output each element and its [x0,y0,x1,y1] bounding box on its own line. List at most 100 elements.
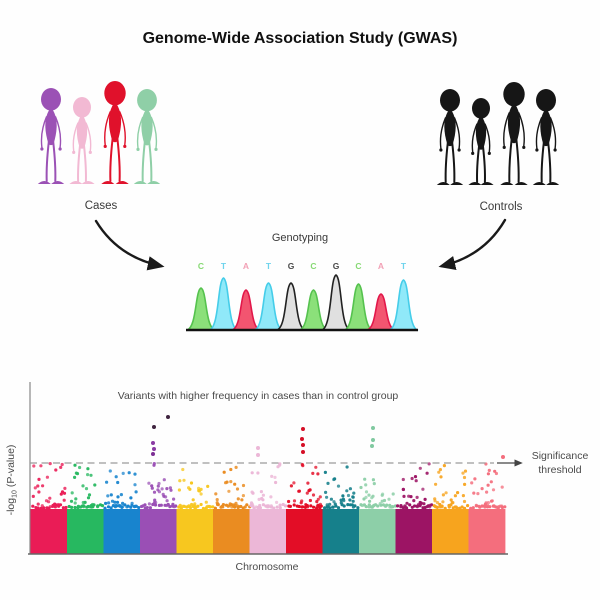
manhattan-dot [435,501,440,505]
manhattan-dot [121,501,125,505]
manhattan-dot [413,475,418,479]
manhattan-dot [147,481,151,485]
manhattan-dot [418,466,422,470]
manhattan-dot [36,502,40,506]
controls-label: Controls [480,201,523,213]
y-axis-label-prefix: -log [5,498,17,516]
manhattan-dot [346,503,350,507]
manhattan-dot [342,504,346,508]
manhattan-dot [172,497,176,501]
person-figure [69,97,95,184]
manhattan-dot [86,504,90,509]
manhattan-dot [359,503,363,507]
x-axis-label: Chromosome [235,561,298,573]
base-letter: T [266,261,272,271]
manhattan-dot [441,493,445,497]
manhattan-dot [442,464,446,468]
manhattan-dot [153,498,157,502]
chromosome-block [140,509,177,554]
manhattan-dot [73,501,77,505]
manhattan-dot [39,464,43,468]
manhattan-dot [461,471,465,475]
manhattan-dot [463,482,467,486]
manhattan-dot [174,504,178,508]
manhattan-dot [87,493,92,497]
manhattan-dot [272,506,276,510]
chromosome-blocks [30,509,506,554]
manhattan-dot [219,505,223,509]
manhattan-dot [316,497,320,501]
person-figure [436,89,464,185]
manhattan-dot [193,506,197,510]
manhattan-dot [86,473,90,477]
manhattan-dot [427,462,431,466]
manhattan-dot [140,504,144,509]
manhattan-dot [239,504,243,509]
manhattan-dot [461,494,465,498]
manhattan-dot [306,481,310,485]
manhattan-dot [196,504,200,508]
manhattan-dot [177,505,181,509]
manhattan-dot [480,487,484,491]
manhattan-dot [264,504,268,508]
manhattan-dot [345,465,349,469]
manhattan-dot [312,505,316,509]
manhattan-dot [433,499,437,503]
manhattan-dot [359,485,363,490]
chromosome-block [322,509,360,554]
manhattan-dot [165,499,169,503]
manhattan-dot [269,495,273,499]
manhattan-dot [74,497,78,501]
manhattan-dot [116,495,120,499]
manhattan-dot [485,505,490,509]
manhattan-dot [249,503,253,508]
manhattan-dot [48,462,52,466]
chromosome-block [213,509,250,554]
manhattan-dot [44,499,49,503]
manhattan-dot [119,493,123,497]
significant-dot [301,443,305,447]
manhattan-dot [78,465,82,470]
manhattan-dot [156,484,160,488]
manhattan-dot [111,504,115,508]
manhattan-dot [314,465,318,469]
manhattan-dot [451,506,455,510]
manhattan-dot [364,490,369,494]
manhattan-dot [503,505,507,509]
manhattan-dot [276,465,280,469]
manhattan-dot [178,479,182,483]
manhattan-dot [494,471,498,476]
y-axis-label-sub: 10 [12,490,19,498]
manhattan-dot [410,476,414,481]
manhattan-dot [309,504,313,508]
manhattan-dot [160,487,164,491]
manhattan-dot [444,491,448,495]
cases-figures-group [37,81,161,184]
manhattan-dot [486,483,490,487]
manhattan-dot [401,477,405,482]
manhattan-dot [31,504,35,508]
chromosome-block [30,509,68,554]
manhattan-dot [233,482,237,486]
manhattan-dot [325,503,329,507]
manhattan-dot [89,473,93,477]
manhattan-dot [69,499,74,503]
manhattan-dot [489,499,494,503]
chromatogram-peaks [186,274,419,331]
significant-dot [151,452,155,456]
y-axis-label: -log10 (P-value) [5,445,19,516]
manhattan-dot [47,506,51,510]
manhattan-dot [326,481,330,485]
manhattan-dot [225,480,229,484]
manhattan-dot [328,506,332,510]
manhattan-plot: Variants with higher frequency in cases … [5,382,588,573]
manhattan-dot [297,489,301,493]
manhattan-dot [415,504,420,508]
manhattan-dot [182,504,186,508]
manhattan-dot [401,506,406,510]
manhattan-dot [307,489,311,493]
manhattan-dot [364,483,368,487]
manhattan-dot [105,480,109,484]
manhattan-dot [115,500,120,504]
manhattan-dot [241,506,245,510]
